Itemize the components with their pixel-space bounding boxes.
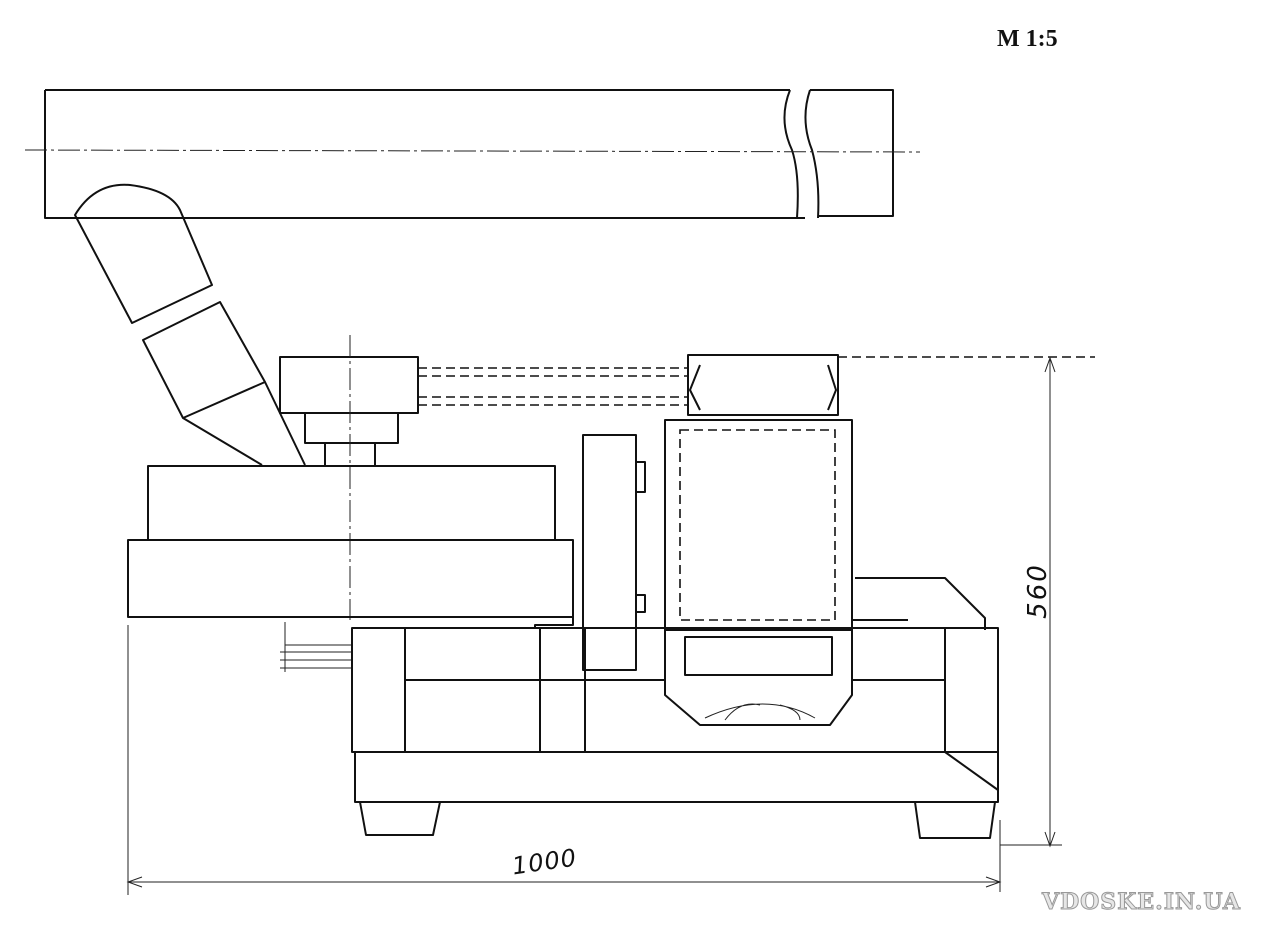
work-table (127, 465, 574, 672)
disc-plate (582, 434, 646, 671)
drive-motor (279, 335, 419, 620)
scale-label: M 1:5 (997, 26, 1058, 52)
inclined-chute (74, 183, 306, 466)
watermark: VDOSKE.IN.UA (1042, 889, 1241, 916)
dimension-lines (126, 356, 1062, 895)
main-motor (664, 419, 853, 726)
overhead-beam (24, 89, 921, 219)
height-dimension-label: 560 (1022, 563, 1053, 619)
machine-frame (351, 577, 999, 839)
belt-drive (418, 354, 1095, 416)
